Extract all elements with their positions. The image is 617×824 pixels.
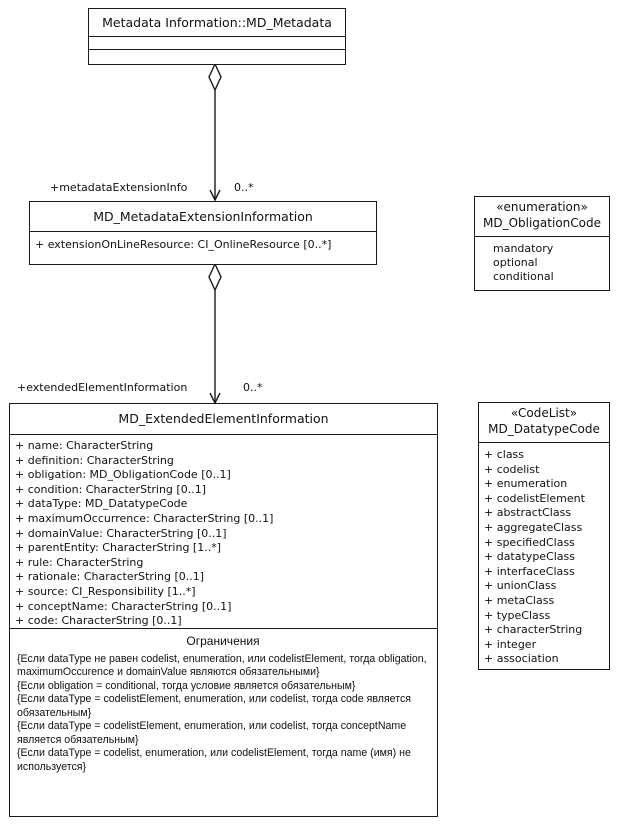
enum-value: optional xyxy=(493,256,538,269)
codelist-value: + typeClass xyxy=(484,608,551,622)
aggregation-diamond-upper xyxy=(208,62,222,92)
codelist-value: + integer xyxy=(484,637,537,651)
md-extended-element-information-class: MD_ExtendedElementInformation + name: Ch… xyxy=(9,403,438,817)
obligation-code-values: mandatory optional conditional xyxy=(475,236,609,284)
codelist-value: + unionClass xyxy=(484,579,557,593)
md-datatype-code-codelist: «CodeList» MD_DatatypeCode + class + cod… xyxy=(478,402,610,670)
enum-value: mandatory xyxy=(493,242,554,255)
codelist-value: + class xyxy=(484,448,525,461)
attribute-definition: + definition: CharacterString xyxy=(15,453,174,467)
constraint-text: {Если dataType = codelist, enumeration, … xyxy=(17,747,411,773)
codelist-value: + metaClass xyxy=(484,593,555,607)
md-extended-element-information-attributes: + name: CharacterString + definition: Ch… xyxy=(10,434,437,628)
codelist-value: + codelist xyxy=(484,462,540,476)
metadata-extension-aggregation xyxy=(208,62,222,202)
attribute-parent-entity: + parentEntity: CharacterString [1..*] xyxy=(15,541,221,555)
md-metadata-extension-information-attributes: + extensionOnLineResource: CI_OnlineReso… xyxy=(30,231,376,253)
codelist-value: + abstractClass xyxy=(484,506,572,520)
aggregation-diamond-lower xyxy=(208,262,222,292)
attribute-condition: + condition: CharacterString [0..1] xyxy=(15,482,206,496)
codelist-value: + enumeration xyxy=(484,477,568,491)
md-metadata-class: Metadata Information::MD_Metadata xyxy=(88,8,346,65)
constraints-heading: Ограничения xyxy=(186,634,260,648)
arrowhead-upper xyxy=(209,189,221,202)
md-metadata-operation-compartment xyxy=(89,49,345,50)
attribute-maximum-occurrence: + maximumOccurrence: CharacterString [0.… xyxy=(15,511,274,525)
enum-value: conditional xyxy=(493,270,554,283)
datatype-code-stereotype: «CodeList» xyxy=(510,406,578,420)
md-metadata-extension-information-class: MD_MetadataExtensionInformation + extens… xyxy=(29,201,377,265)
attribute-domain-value: + domainValue: CharacterString [0..1] xyxy=(15,526,227,540)
attribute-source: + source: CI_Responsibility [1..*] xyxy=(15,584,196,598)
metadata-extension-info-role: +metadataExtensionInfo xyxy=(50,181,188,194)
attribute-rule: + rule: CharacterString xyxy=(15,555,144,569)
constraint-text: {Если dataType не равен codelist, enumer… xyxy=(17,652,427,679)
extended-element-information-multiplicity: 0..* xyxy=(243,381,263,394)
constraint-text: {Если dataType = codelistElement, enumer… xyxy=(17,693,411,719)
datatype-code-title: MD_DatatypeCode xyxy=(488,422,600,436)
obligation-code-title: MD_ObligationCode xyxy=(482,216,601,230)
codelist-value: + aggregateClass xyxy=(484,520,583,534)
metadata-extension-info-multiplicity: 0..* xyxy=(234,181,254,194)
attribute-name: + name: CharacterString xyxy=(15,439,154,452)
md-metadata-attribute-compartment xyxy=(89,36,345,49)
attribute-code: + code: CharacterString [0..1] xyxy=(15,614,182,628)
obligation-code-stereotype: «enumeration» xyxy=(496,200,588,214)
attribute-data-type: + dataType: MD_DatatypeCode xyxy=(15,497,188,511)
codelist-value: + codelistElement xyxy=(484,491,585,505)
codelist-value: + datatypeClass xyxy=(484,550,576,564)
codelist-value: + characterString xyxy=(484,623,583,637)
attribute-obligation: + obligation: MD_ObligationCode [0..1] xyxy=(15,468,231,482)
extended-element-aggregation xyxy=(208,262,222,405)
md-metadata-extension-information-title: MD_MetadataExtensionInformation xyxy=(93,209,313,224)
md-obligation-code-enumeration: «enumeration» MD_ObligationCode mandator… xyxy=(474,196,610,291)
codelist-value: + interfaceClass xyxy=(484,564,575,578)
attribute-concept-name: + conceptName: CharacterString [0..1] xyxy=(15,599,232,613)
md-metadata-title: Metadata Information::MD_Metadata xyxy=(102,15,332,30)
md-extended-element-information-title: MD_ExtendedElementInformation xyxy=(118,411,329,426)
extended-element-information-role: +extendedElementInformation xyxy=(17,381,188,394)
datatype-code-values: + class + codelist + enumeration + codel… xyxy=(479,442,609,667)
codelist-value: + specifiedClass xyxy=(484,535,575,549)
constraint-text: {Если dataType = codelistElement, enumer… xyxy=(17,720,407,746)
attribute-extension-online-resource: + extensionOnLineResource: CI_OnlineReso… xyxy=(35,238,332,251)
attribute-rationale: + rationale: CharacterString [0..1] xyxy=(15,570,205,584)
codelist-value: + association xyxy=(484,652,559,666)
constraint-text: {Если obligation = conditional, тогда ус… xyxy=(17,679,356,692)
constraints-compartment: Ограничения {Если dataType не равен code… xyxy=(10,628,437,774)
